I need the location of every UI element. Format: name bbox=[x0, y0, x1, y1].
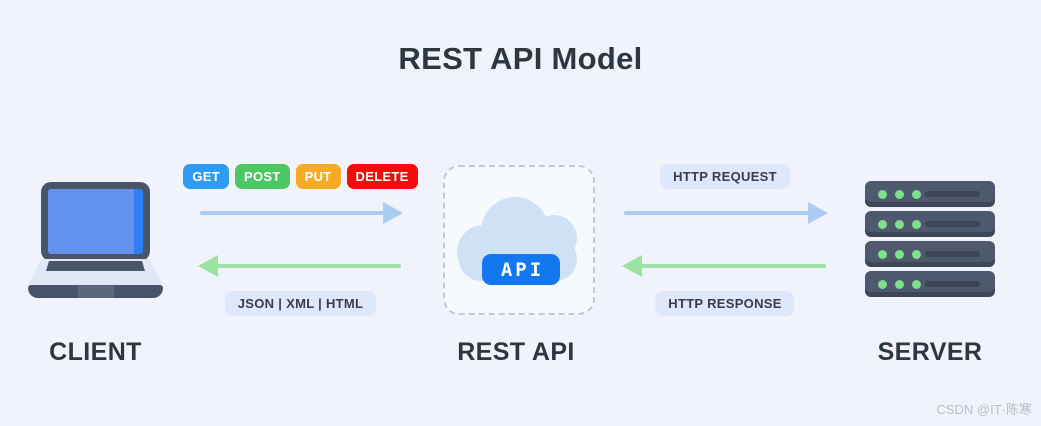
rack-unit bbox=[865, 181, 995, 207]
rack-leds bbox=[878, 249, 921, 259]
laptop-screen bbox=[48, 189, 143, 254]
rack-unit bbox=[865, 241, 995, 267]
http-response-pill: HTTP RESPONSE bbox=[655, 291, 795, 316]
laptop-screen-frame bbox=[41, 182, 150, 261]
laptop-keyboard bbox=[46, 261, 145, 271]
server-rack-icon bbox=[865, 181, 995, 299]
api-badge: API bbox=[482, 254, 560, 285]
watermark: CSDN @IT·陈寒 bbox=[936, 402, 1032, 417]
arrow-shaft bbox=[200, 211, 387, 215]
response-arrow-icon bbox=[622, 255, 828, 277]
method-badge-post: POST bbox=[235, 164, 290, 189]
formats-pill: JSON | XML | HTML bbox=[224, 291, 377, 316]
rack-leds bbox=[878, 219, 921, 229]
laptop-screen-highlight bbox=[134, 189, 143, 254]
rest-api-box: API bbox=[443, 165, 595, 315]
diagram-title: REST API Model bbox=[398, 41, 643, 76]
laptop-notch bbox=[78, 285, 114, 298]
client-api-flow: GET POST PUT DELETE JSON | XML | HTML bbox=[183, 160, 418, 320]
rack-unit bbox=[865, 271, 995, 297]
http-methods-row: GET POST PUT DELETE bbox=[183, 164, 418, 189]
laptop-bottom-bar bbox=[28, 285, 163, 298]
arrow-shaft bbox=[624, 211, 812, 215]
rest-api-label: REST API bbox=[457, 338, 575, 366]
client-label: CLIENT bbox=[49, 338, 142, 366]
response-arrow-icon bbox=[198, 255, 403, 277]
client-laptop-icon bbox=[28, 182, 163, 300]
rack-slot bbox=[925, 221, 980, 227]
rack-leds bbox=[878, 189, 921, 199]
method-badge-put: PUT bbox=[295, 164, 341, 189]
rack-leds bbox=[878, 279, 921, 289]
arrow-head bbox=[808, 202, 828, 224]
arrow-shaft bbox=[214, 264, 401, 268]
arrow-head bbox=[622, 255, 642, 277]
rack-slot bbox=[925, 191, 980, 197]
rack-slot bbox=[925, 251, 980, 257]
api-server-flow: HTTP REQUEST HTTP RESPONSE bbox=[622, 160, 828, 320]
http-request-pill: HTTP REQUEST bbox=[660, 164, 790, 189]
arrow-head bbox=[198, 255, 218, 277]
method-badge-delete: DELETE bbox=[346, 164, 418, 189]
server-label: SERVER bbox=[877, 338, 983, 366]
request-arrow-icon bbox=[622, 202, 828, 224]
method-badge-get: GET bbox=[183, 164, 230, 189]
arrow-head bbox=[383, 202, 403, 224]
rack-slot bbox=[925, 281, 980, 287]
arrow-shaft bbox=[638, 264, 826, 268]
request-arrow-icon bbox=[198, 202, 403, 224]
rack-unit bbox=[865, 211, 995, 237]
